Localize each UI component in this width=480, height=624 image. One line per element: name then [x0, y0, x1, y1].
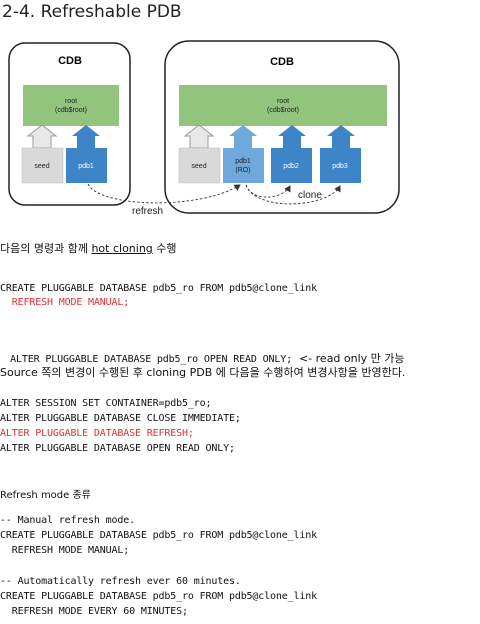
manual-code-line-1: CREATE PLUGGABLE DATABASE pdb5_ro FROM p…	[0, 530, 318, 541]
intro-text-after: 수행	[152, 242, 177, 255]
left-cdb-label: CDB	[58, 55, 82, 67]
refresh-code-line-2: ALTER PLUGGABLE DATABASE CLOSE IMMEDIATE…	[0, 413, 241, 424]
pdb1-ro-label: pdb1	[235, 158, 251, 165]
refreshable-pdb-diagram: CDB root (cdb$root) seed pdb1 CDB root (…	[8, 40, 400, 217]
pdb1-box	[66, 148, 107, 183]
right-cdb-label: CDB	[270, 56, 294, 68]
create-code-line-1: CREATE PLUGGABLE DATABASE pdb5_ro FROM p…	[0, 283, 318, 294]
auto-code-line-1: CREATE PLUGGABLE DATABASE pdb5_ro FROM p…	[0, 591, 318, 602]
right-seed-box	[178, 147, 221, 184]
refresh-code-line-1: ALTER SESSION SET CONTAINER=pdb5_ro;	[0, 398, 212, 409]
pdb2-label: pdb2	[283, 163, 299, 170]
clone-arrow-pdb3	[245, 184, 341, 205]
manual-comment: -- Manual refresh mode.	[0, 515, 136, 526]
pdb3-box	[320, 148, 361, 183]
hot-cloning-term: hot cloning	[91, 242, 153, 255]
intro-text-before: 다음의 명령과 함께	[0, 242, 92, 255]
open-read-only-line: ALTER PLUGGABLE DATABASE pdb5_ro OPEN RE…	[0, 328, 405, 366]
pdb1-up-arrow	[72, 125, 100, 148]
pdb1-ro-box	[223, 148, 264, 183]
source-note: Source 쪽의 변경이 수행된 후 cloning PDB 에 다음을 수행…	[0, 366, 406, 379]
pdb3-up-arrow	[327, 125, 355, 148]
auto-comment: -- Automatically refresh ever 60 minutes…	[0, 576, 241, 587]
pdb2-up-arrow	[278, 125, 306, 148]
refresh-modes-title: Refresh mode 종류	[0, 490, 91, 501]
right-root-label: root	[277, 98, 289, 105]
seed-label: seed	[34, 163, 49, 170]
pdb1-ro-sublabel: (RO)	[235, 167, 250, 174]
right-seed-up-arrow	[183, 124, 215, 149]
refresh-code-line-4: ALTER PLUGGABLE DATABASE OPEN READ ONLY;	[0, 443, 235, 454]
pdb2-box	[271, 148, 312, 183]
pdb1-label: pdb1	[78, 163, 94, 170]
read-only-note: <- read only 만 가능	[291, 352, 405, 365]
open-read-only-code: ALTER PLUGGABLE DATABASE pdb5_ro OPEN RE…	[10, 354, 292, 365]
left-root-label: root	[65, 98, 77, 105]
clone-label: clone	[298, 190, 322, 201]
left-root-box	[23, 85, 119, 126]
pdb1-ro-up-arrow	[229, 125, 257, 148]
create-code-line-2: REFRESH MODE MANUAL;	[0, 297, 130, 308]
left-root-sublabel: (cdb$root)	[55, 107, 87, 114]
seed-box	[21, 147, 64, 184]
refresh-label: refresh	[132, 206, 163, 217]
auto-code-line-2: REFRESH MODE EVERY 60 MINUTES;	[0, 606, 188, 617]
right-root-sublabel: (cdb$root)	[267, 107, 299, 114]
right-root-box	[179, 85, 387, 126]
refresh-arrow	[87, 183, 241, 204]
refresh-code-line-3: ALTER PLUGGABLE DATABASE REFRESH;	[0, 428, 194, 439]
seed-up-arrow	[26, 124, 58, 149]
page-title: 2-4. Refreshable PDB	[2, 2, 182, 22]
right-seed-label: seed	[191, 163, 206, 170]
pdb3-label: pdb3	[332, 163, 348, 170]
manual-code-line-2: REFRESH MODE MANUAL;	[0, 545, 130, 556]
intro-line: 다음의 명령과 함께 hot cloning 수행	[0, 240, 177, 256]
